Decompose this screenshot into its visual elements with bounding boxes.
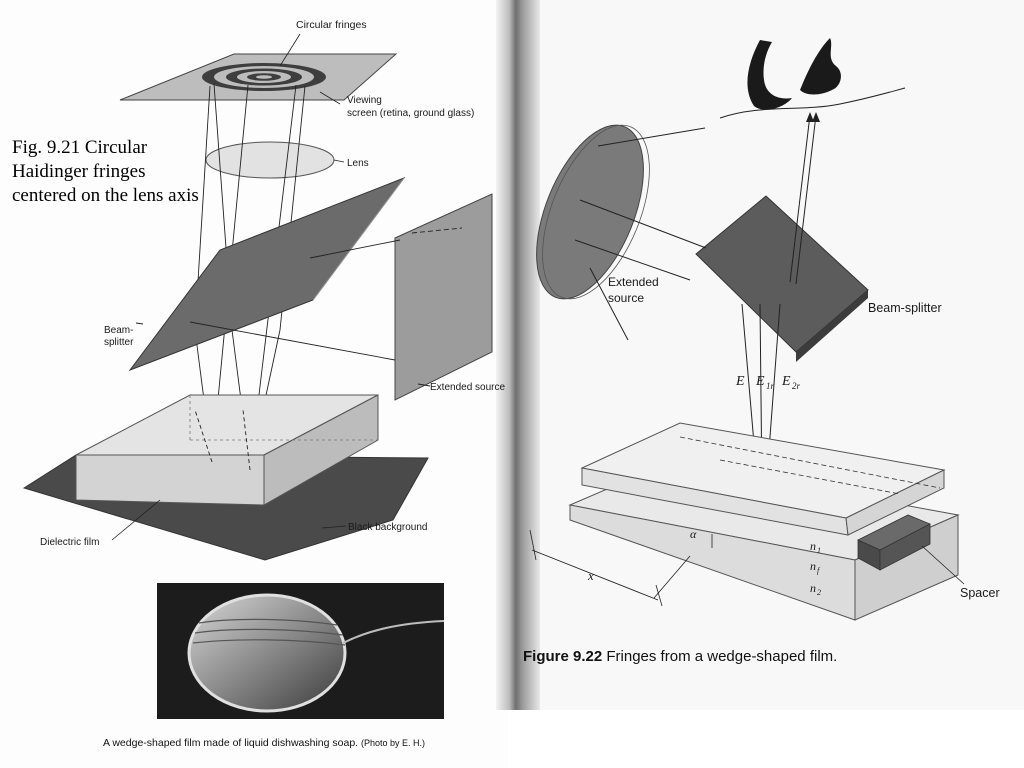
eye-icon [747,38,841,110]
label-spacer: Spacer [960,586,1000,600]
label-nf-sub: f [817,566,821,575]
label-alpha: α [690,527,697,541]
label-n2: n [810,581,816,595]
label-beam-splitter-2: splitter [104,337,134,348]
fig921-caption: Fig. 9.21 Circular Haidinger fringes cen… [12,137,199,206]
label-extended-source-1: Extended [608,275,659,289]
soap-film-image [187,593,444,713]
beam-splitter-square [695,195,869,353]
fig922-number: Figure 9.22 [523,648,603,665]
label-dielectric-film: Dielectric film [40,537,99,548]
circular-fringes-rings [202,63,326,91]
lens [205,141,335,179]
label-beam-splitter-1: Beam- [104,325,133,336]
label-circular-fringes: Circular fringes [296,19,367,31]
label-viewing-screen-1: Viewing [347,95,382,106]
fig922-caption: Figure 9.22 Fringes from a wedge-shaped … [523,648,837,665]
observer-line [719,87,906,119]
fig922-text: Fringes from a wedge-shaped film. [606,648,838,665]
label-e1r: E [755,374,765,389]
label-x: x [587,568,594,583]
photo-credit: (Photo by E. H.) [361,738,426,748]
label-extended-source-2: source [608,291,644,305]
upper-plate-side [845,469,945,536]
label-e: E [735,374,745,389]
label-n2-sub: 2 [817,588,821,597]
label-nf: n [810,559,816,573]
label-viewing-screen-2: screen (retina, ground glass) [347,108,474,119]
x-dimension-line [531,549,659,601]
extended-source-disc [536,124,644,300]
photo-caption-text: A wedge-shaped film made of liquid dishw… [103,737,359,749]
label-beam-splitter-right: Beam-splitter [868,301,942,315]
label-n1-sub: 1 [817,546,821,555]
extended-source-panel [394,193,493,401]
photo-caption: A wedge-shaped film made of liquid dishw… [103,737,425,749]
right-page [508,0,1024,710]
label-n1: n [810,539,816,553]
dielectric-film-front [75,454,265,506]
label-e2r-sub: 2r [792,381,801,391]
label-e2r: E [781,374,791,389]
soap-film-photo [157,583,444,719]
label-e1r-sub: 1r [766,381,775,391]
label-black-background: Black background [348,522,428,533]
label-extended-source: Extended source [430,382,505,393]
book-gutter [496,0,540,710]
label-lens: Lens [347,158,369,169]
